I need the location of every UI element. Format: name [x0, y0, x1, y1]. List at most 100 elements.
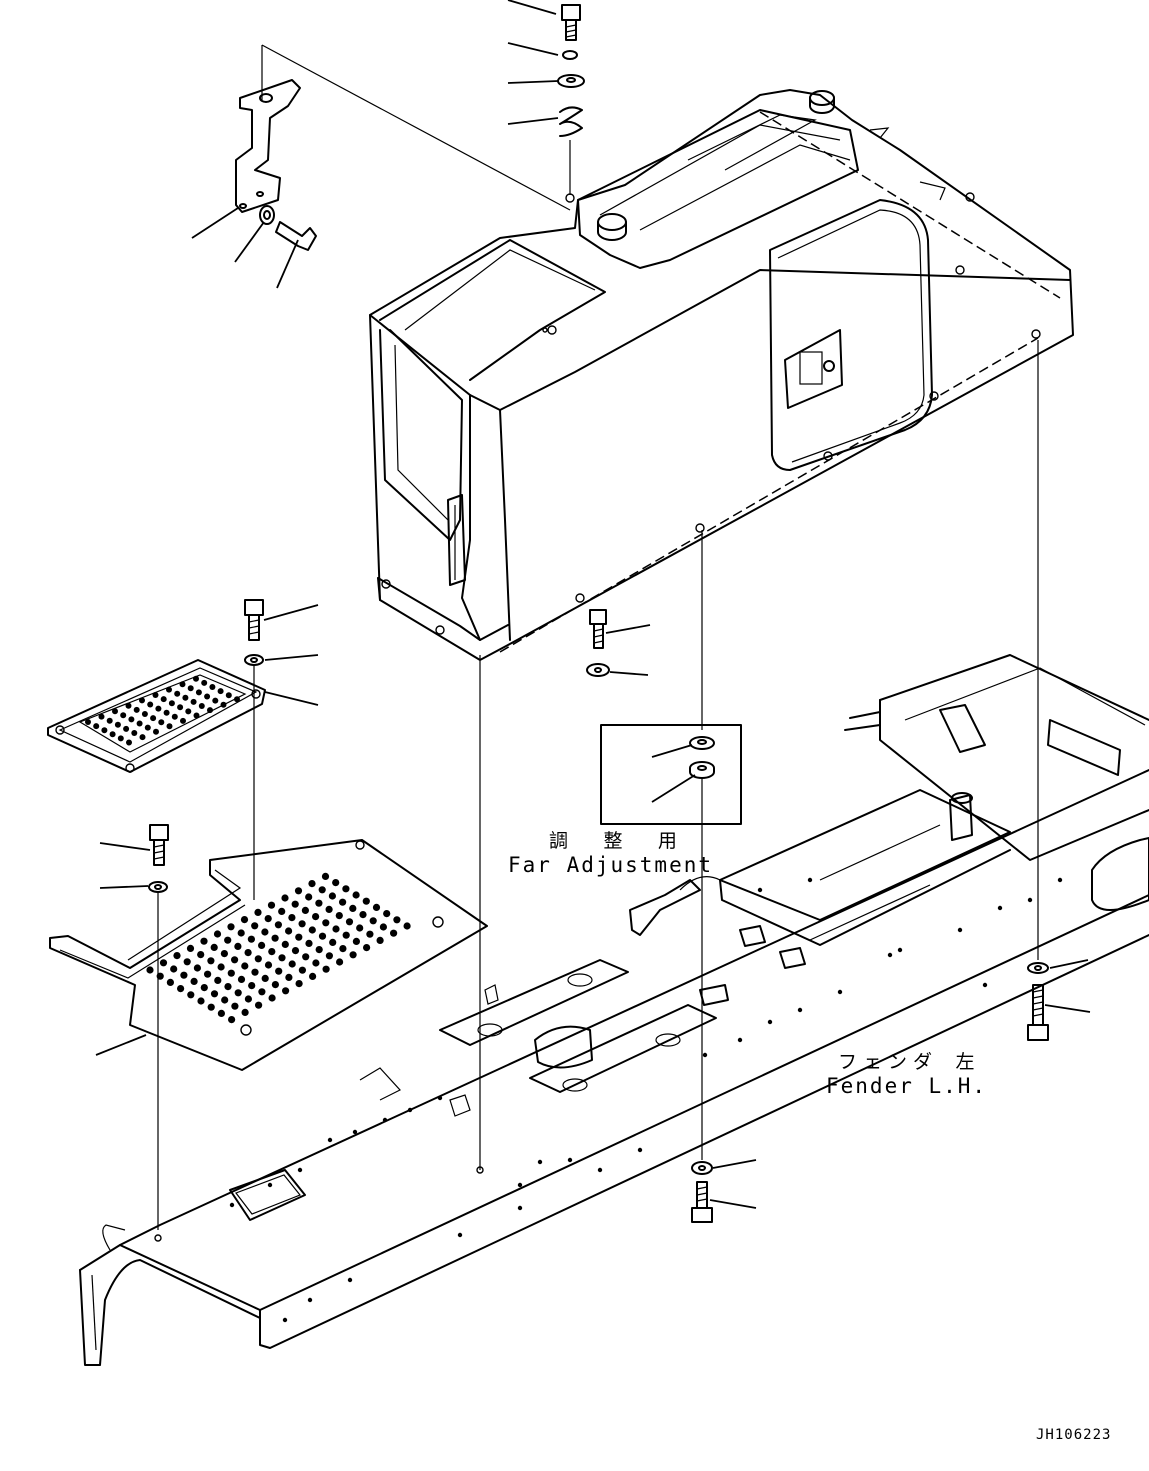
floor-perforation — [207, 957, 215, 965]
floor-perforation — [261, 928, 269, 936]
floor-perforation — [372, 903, 381, 912]
floor-perforation — [318, 932, 327, 940]
step-perforation — [123, 725, 130, 732]
floor-perforation — [274, 921, 282, 929]
frame-hole — [297, 1167, 303, 1173]
floor-perforation — [308, 880, 316, 888]
floor-perforation — [390, 929, 398, 937]
step-perforation — [187, 685, 194, 692]
floor-perforation — [282, 987, 290, 995]
floor-perforation — [268, 948, 276, 956]
floor-perforation — [288, 960, 296, 968]
frame-hole — [702, 1052, 708, 1058]
frame-hole — [1057, 877, 1063, 883]
floor-perforation — [241, 962, 249, 970]
step-perforation — [174, 690, 181, 697]
step-perforation — [98, 713, 105, 720]
floor-perforation — [271, 981, 279, 989]
step-perforation — [150, 715, 157, 722]
fasteners-center — [586, 609, 610, 677]
floor-perforation — [183, 958, 191, 966]
step-perforation — [217, 688, 224, 695]
adjustment-label-jp: 調 整 用 — [549, 830, 689, 852]
floor-perforation — [322, 965, 330, 973]
floor-perforation — [237, 929, 245, 937]
frame-hole — [382, 1117, 388, 1123]
frame-hole — [327, 1137, 333, 1143]
floor-perforation — [227, 969, 235, 977]
floor-perforation — [315, 899, 323, 907]
floor-perforation — [173, 952, 181, 960]
floor-perforation — [352, 937, 360, 946]
floor-perforation — [335, 912, 343, 920]
step-perforation — [158, 719, 165, 726]
bracket — [235, 44, 571, 213]
floor-perforation — [217, 963, 225, 971]
step-perforation — [171, 713, 178, 720]
floor-perforation — [220, 950, 228, 958]
fasteners-left — [148, 599, 264, 1230]
frame-hole — [982, 982, 988, 988]
step-plate — [47, 659, 266, 773]
floor-perforation — [214, 976, 222, 985]
frame-hole — [897, 947, 903, 953]
step-perforation — [139, 697, 145, 704]
floor-perforation — [210, 943, 218, 952]
bracket-fasteners — [259, 205, 317, 251]
step-perforation — [193, 675, 199, 682]
step-perforation — [225, 692, 232, 699]
fender-label-en: Fender L.H. — [826, 1074, 988, 1098]
floor-perforation — [342, 931, 350, 939]
adjustment-box — [600, 530, 742, 1160]
fasteners-bottom — [154, 655, 713, 1242]
floor-perforation — [281, 940, 289, 949]
floor-perforation — [200, 937, 208, 945]
floor-perforation — [298, 966, 306, 974]
floor-perforation — [170, 965, 178, 973]
frame-hole — [229, 1202, 235, 1208]
floor-perforation — [379, 923, 387, 931]
floor-perforation — [318, 886, 326, 894]
step-perforation — [114, 721, 121, 728]
floor-perforation — [298, 920, 306, 928]
step-perforation — [144, 724, 151, 731]
floor-perforation — [166, 978, 174, 987]
floor-perforation — [366, 930, 374, 938]
floor-perforation — [308, 926, 316, 934]
top-fastener-stack — [557, 4, 585, 203]
step-perforation — [128, 716, 135, 723]
floor-perforation — [291, 947, 300, 955]
step-perforation — [193, 712, 200, 719]
floor-perforation — [254, 908, 262, 917]
floor-perforation — [231, 1002, 239, 1010]
floor-perforation — [336, 958, 344, 966]
step-perforation — [153, 728, 159, 735]
floor-perforation — [244, 995, 252, 1003]
floor-perforation — [281, 894, 289, 902]
step-perforation — [85, 719, 91, 725]
floor-perforation — [267, 901, 276, 909]
step-perforation — [155, 705, 162, 712]
fender-frame — [79, 654, 1149, 1366]
floor-perforation — [254, 955, 262, 963]
frame-hole — [807, 877, 813, 883]
floor-perforation — [251, 968, 259, 976]
frame-hole — [307, 1297, 313, 1303]
floor-perforation — [312, 913, 320, 921]
floor-perforation — [278, 907, 286, 916]
step-perforation — [136, 720, 143, 727]
floor-perforation — [325, 952, 333, 960]
frame-hole — [757, 887, 763, 893]
floor-perforation — [240, 916, 249, 924]
frame-hole — [407, 1107, 413, 1113]
floor-perforation — [213, 930, 222, 938]
floor-perforation — [309, 972, 317, 981]
floor-perforation — [315, 946, 323, 954]
step-perforation — [133, 706, 140, 713]
floor-perforation — [302, 953, 310, 961]
floor-perforation — [180, 971, 188, 979]
step-perforation — [152, 692, 159, 698]
step-perforation — [177, 704, 184, 711]
step-perforation — [166, 723, 173, 730]
